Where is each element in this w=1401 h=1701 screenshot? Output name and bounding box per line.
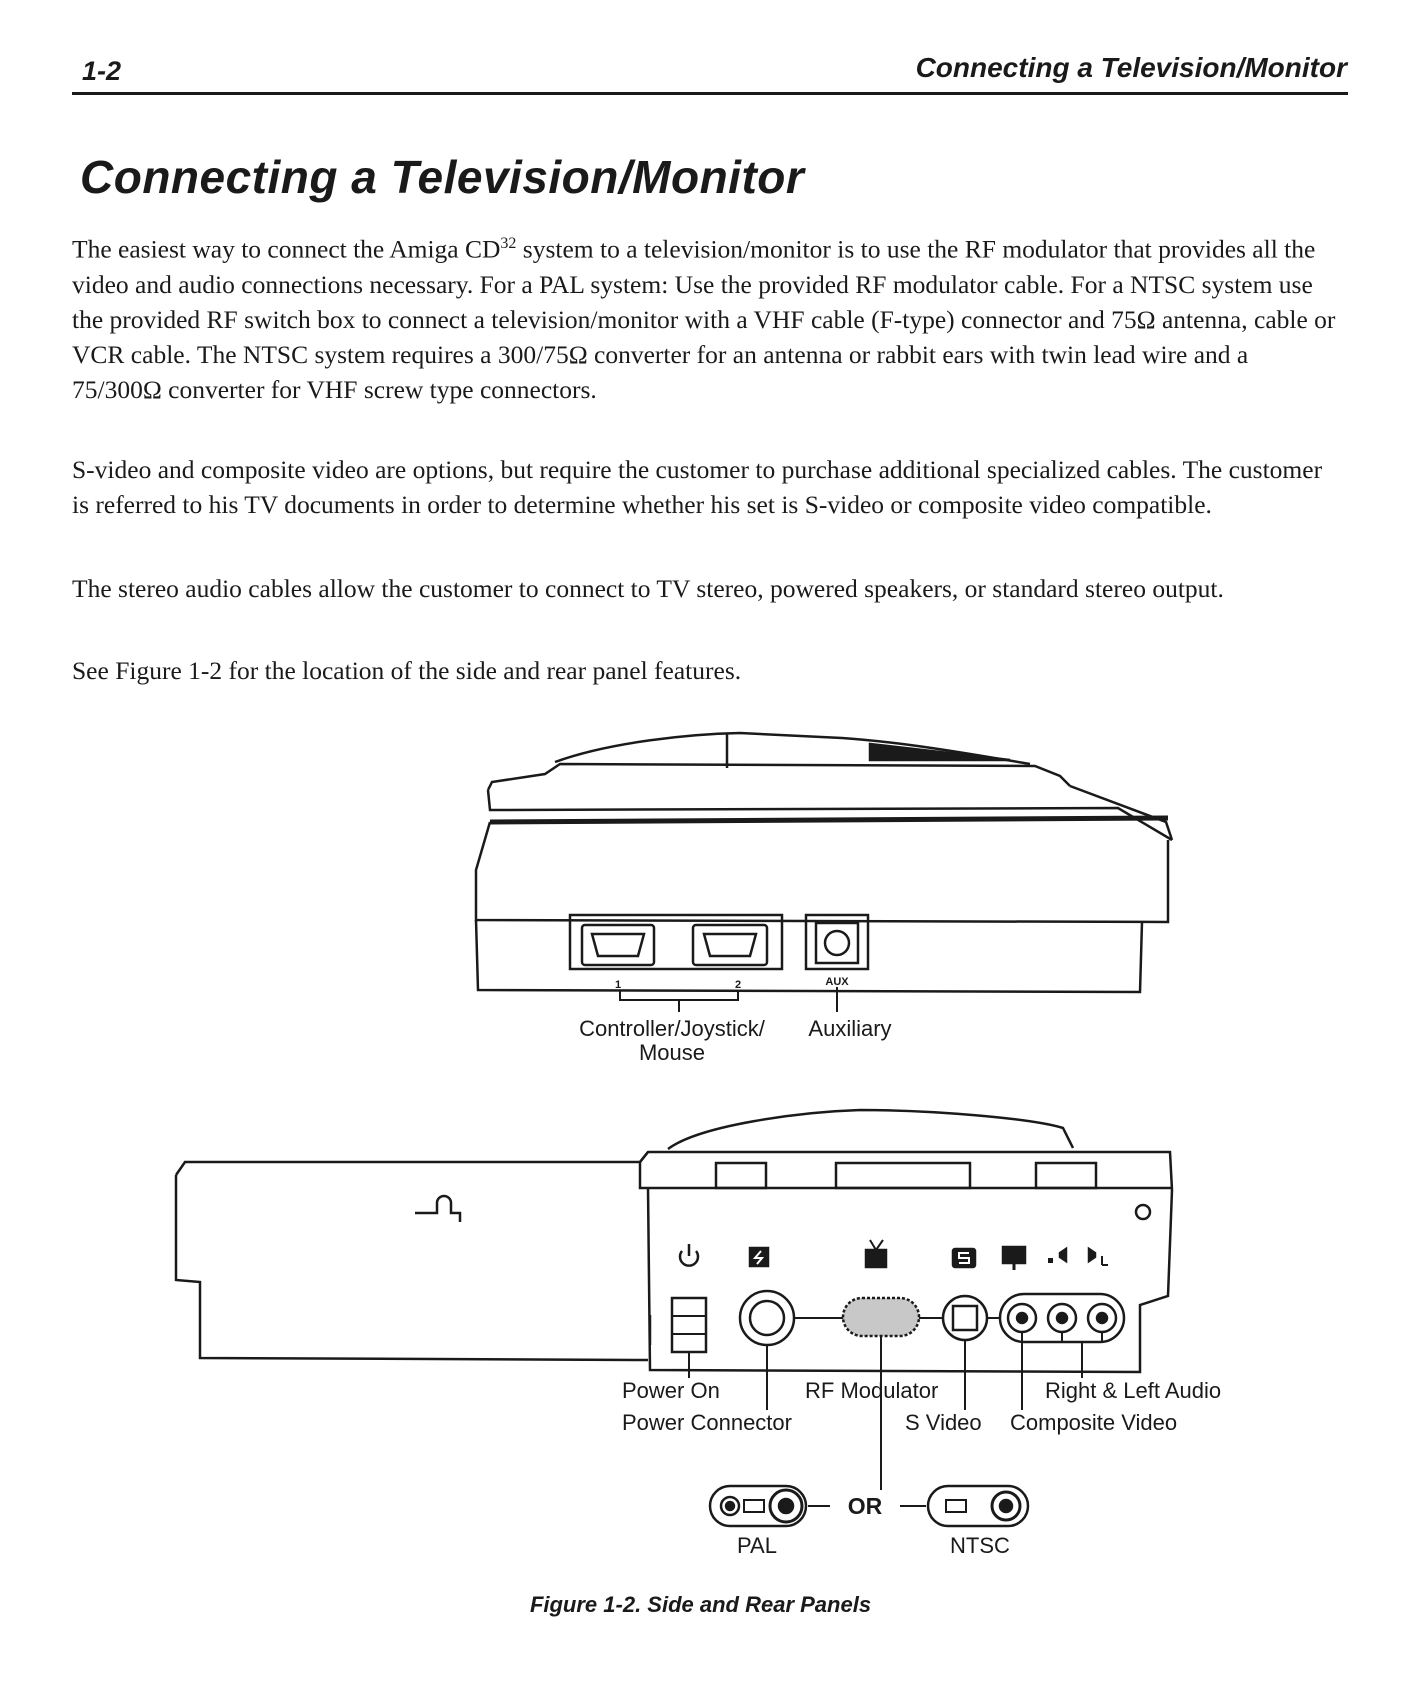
- power-symbol-icon: [678, 1244, 700, 1267]
- label-auxiliary: Auxiliary: [808, 1016, 891, 1041]
- ntsc-switch-icon: [926, 1484, 1030, 1528]
- running-header: Connecting a Television/Monitor: [915, 52, 1347, 83]
- expansion-door-top: [174, 1151, 649, 1176]
- aux-din-socket: [823, 929, 851, 957]
- controller-port-2: [691, 923, 769, 967]
- paragraph-rf-connection-start: The easiest way to connect the Amiga CD: [72, 234, 501, 264]
- label-power-on: Power On: [622, 1378, 720, 1403]
- rear-panel-drawing: [174, 1108, 1174, 1528]
- db9-connector-1: [590, 932, 646, 958]
- rear-top-edge: [639, 1150, 1174, 1191]
- side-panel-drawing: [474, 731, 1174, 1012]
- rear-vent-1: [714, 1161, 768, 1190]
- paragraph-see-figure: See Figure 1-2 for the location of the s…: [72, 656, 742, 685]
- power-plug-icon: [748, 1246, 770, 1268]
- tv-antenna-icon: [864, 1239, 888, 1269]
- aux-mark: AUX: [825, 976, 849, 988]
- side-lid-dome: [554, 731, 1031, 766]
- right-audio-pin: [1055, 1311, 1069, 1325]
- label-controller-line2: Mouse: [639, 1040, 705, 1065]
- db9-connector-2: [702, 932, 758, 958]
- expansion-door-tab: [415, 1194, 462, 1222]
- rear-vent-3: [1034, 1161, 1098, 1190]
- cd32-superscript: 32: [500, 235, 517, 252]
- s-video-icon: [951, 1247, 977, 1269]
- composite-video-pin: [1015, 1311, 1029, 1325]
- s-video-outer: [941, 1294, 989, 1342]
- figure-side-rear-panels: 1 2 AUX Controller/Joystick/ Mouse Auxil…: [174, 731, 1221, 1558]
- left-audio-icon: [1087, 1246, 1108, 1266]
- header-rule: [72, 92, 1348, 95]
- paragraph-svideo-composite: S-video and composite video are options,…: [72, 455, 1323, 519]
- port-mark-1: 1: [615, 979, 621, 991]
- side-lid-shadow: [868, 742, 1011, 762]
- paragraph-stereo-audio: The stereo audio cables allow the custom…: [72, 574, 1224, 603]
- controller-port-recess: [568, 913, 784, 971]
- paragraph-rf-connection: The easiest way to connect the Amiga CD3…: [72, 226, 1342, 407]
- side-lower-body: [474, 919, 1144, 994]
- power-switch: [670, 1296, 708, 1354]
- side-top-edge: [486, 762, 1071, 791]
- figure-caption: Figure 1-2. Side and Rear Panels: [529, 1592, 872, 1617]
- label-ntsc: NTSC: [950, 1533, 1010, 1558]
- right-audio-icon: [1048, 1246, 1068, 1264]
- s-video-inner: [951, 1304, 979, 1332]
- label-composite-video: Composite Video: [1010, 1410, 1177, 1435]
- rear-lid-dome: [667, 1108, 1075, 1151]
- section-title: Connecting a Television/Monitor: [80, 151, 805, 203]
- page-number: 1-2: [82, 56, 122, 86]
- label-rf-modulator: RF Modulator: [805, 1378, 938, 1403]
- audio-bracket: [1061, 1332, 1103, 1343]
- paragraph-rf-connection-rest: system to a television/monitor is to use…: [72, 234, 1336, 404]
- controller-port-1: [580, 923, 656, 967]
- rear-top-rim: [638, 1162, 1172, 1190]
- pal-switch-icon: [708, 1484, 808, 1528]
- aux-port-recess: [804, 913, 870, 971]
- label-controller-line1: Controller/Joystick/: [579, 1016, 766, 1041]
- port-mark-2: 2: [735, 979, 741, 991]
- label-power-connector: Power Connector: [622, 1410, 792, 1435]
- rear-vent-2: [834, 1161, 972, 1190]
- side-upper-body: [474, 821, 1170, 924]
- expansion-door-outline: [174, 1175, 649, 1362]
- aux-port-frame: [814, 921, 860, 965]
- rear-body: [646, 1187, 1174, 1374]
- power-connector-outer: [738, 1289, 796, 1347]
- label-or: OR: [848, 1493, 883, 1519]
- label-pal: PAL: [737, 1533, 777, 1558]
- label-s-video: S Video: [905, 1410, 982, 1435]
- rf-modulator-port: [841, 1296, 921, 1338]
- rear-screw-hole: [1134, 1203, 1152, 1221]
- label-right-left-audio: Right & Left Audio: [1045, 1378, 1221, 1403]
- power-connector-inner: [748, 1299, 786, 1337]
- monitor-icon: [1001, 1245, 1027, 1270]
- side-front-corner: [1069, 784, 1174, 841]
- side-top-rim: [486, 789, 1173, 842]
- side-band: [489, 815, 1169, 825]
- left-audio-pin: [1095, 1311, 1109, 1325]
